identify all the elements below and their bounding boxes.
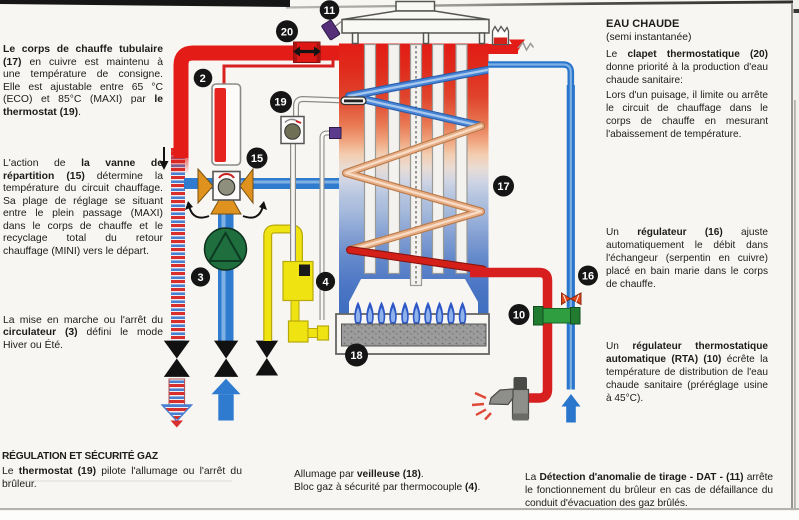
svg-text:18: 18	[350, 350, 362, 362]
svg-text:16: 16	[582, 271, 594, 283]
svg-text:3: 3	[197, 272, 203, 284]
svg-text:19: 19	[274, 97, 286, 109]
svg-text:10: 10	[513, 310, 525, 322]
svg-text:4: 4	[322, 277, 329, 289]
svg-text:2: 2	[200, 73, 206, 85]
svg-text:15: 15	[251, 153, 263, 165]
svg-text:17: 17	[497, 181, 509, 193]
svg-text:11: 11	[324, 5, 336, 17]
svg-text:20: 20	[281, 26, 293, 38]
